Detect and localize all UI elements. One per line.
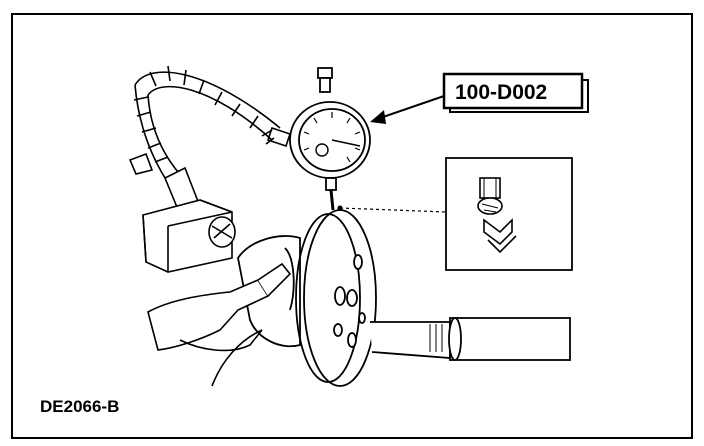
figure-frame (11, 13, 693, 439)
callout-leader (370, 95, 445, 124)
arrowhead-icon (370, 110, 386, 124)
callout-label: 100-D002 (455, 81, 547, 104)
hand-with-tool (147, 262, 292, 387)
magnetic-base (128, 152, 236, 273)
detail-inset (337, 157, 573, 271)
dial-indicator (289, 67, 371, 211)
flexible-arm (133, 65, 292, 179)
callout-box: 100-D002 (442, 72, 589, 113)
axle-flange (237, 209, 571, 387)
figure-id: DE2066-B (40, 397, 119, 416)
